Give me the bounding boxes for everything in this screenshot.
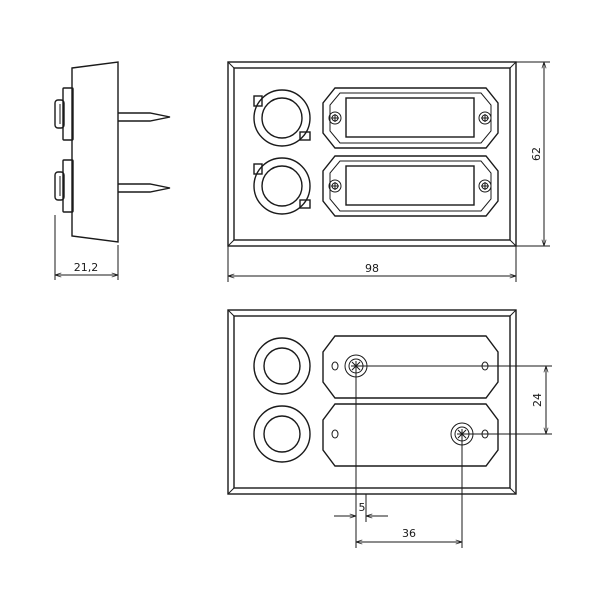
mounting-pin-lower <box>118 183 171 193</box>
mounting-plate-lower <box>322 403 499 467</box>
mounting-plate-upper <box>322 335 499 399</box>
hole-spacing-label: 24 <box>531 393 544 407</box>
dimension-depth: 21,2 <box>55 215 118 280</box>
dimension-hole-distance: 36 <box>356 434 462 548</box>
hole-offset-label: 5 <box>359 501 366 514</box>
dimension-hole-spacing: 24 <box>356 366 552 434</box>
depth-label: 21,2 <box>74 261 99 274</box>
name-plate-lower <box>322 155 499 217</box>
side-view: 21,2 <box>54 61 171 280</box>
height-label: 62 <box>530 147 543 161</box>
side-button-upper <box>54 87 74 141</box>
button-hole-upper <box>253 337 311 395</box>
mounting-view: 24 5 36 <box>227 309 552 548</box>
dimension-height: 62 <box>516 62 550 246</box>
side-button-lower <box>54 159 74 213</box>
screw-icon <box>328 179 342 193</box>
button-hole-lower <box>253 405 311 463</box>
bell-button-upper <box>253 89 311 147</box>
dimension-hole-offset: 5 <box>334 366 388 548</box>
hole-distance-label: 36 <box>402 527 416 540</box>
screw-icon <box>478 111 492 125</box>
screw-icon <box>328 111 342 125</box>
name-plate-upper <box>322 87 499 149</box>
screw-icon <box>478 179 492 193</box>
dimension-width: 98 <box>228 246 516 282</box>
mounting-pin-upper <box>118 112 171 122</box>
front-view: 62 98 <box>227 61 550 282</box>
bell-button-lower <box>253 157 311 215</box>
width-label: 98 <box>365 262 379 275</box>
